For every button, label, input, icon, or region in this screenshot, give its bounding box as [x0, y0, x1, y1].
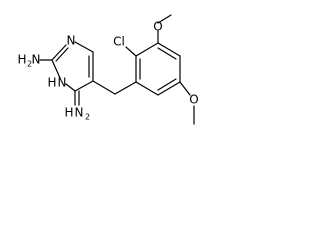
bond-aryl-cl — [125, 46, 137, 57]
atom-label-ring-n1: N — [67, 34, 76, 48]
bond-c2-n1-double — [55, 47, 69, 62]
bond-aryl-2-3 — [135, 42, 159, 57]
bond-n1-c6 — [74, 41, 94, 53]
bond-aryl-3-4-double — [157, 47, 177, 60]
bond-aryl-6-1 — [135, 81, 159, 96]
atom-label-nh2-top-n: N — [32, 53, 41, 67]
atom-labels: H 2 N N H N H N 2 Cl O O — [17, 20, 198, 122]
bond-aryl-5-6-double — [157, 78, 177, 91]
bond-c5-c4 — [74, 80, 94, 92]
atom-label-nh2-bottom-n: N — [75, 106, 84, 120]
atom-label-nh2-top-h: H — [17, 53, 26, 67]
atom-label-o-bottom: O — [189, 93, 198, 107]
chemical-structure-diagram: H 2 N N H N H N 2 Cl O O — [17, 14, 199, 125]
atom-label-nh2-bottom-sub: 2 — [85, 113, 90, 122]
bond-aryl-3-4 — [157, 42, 181, 57]
bond-o-top-methyl — [157, 14, 172, 24]
atom-label-nh2-top-sub: 2 — [27, 60, 32, 69]
atom-label-ring-n3-h: H — [47, 76, 56, 90]
atom-label-ring-n3-n: N — [58, 76, 67, 90]
bond-c5-ch2 — [92, 80, 116, 95]
bond-ch2-aryl — [114, 81, 137, 95]
bond-n3-c2 — [51, 59, 61, 79]
bond-c2-n1 — [51, 44, 67, 61]
atom-label-cl: Cl — [113, 35, 125, 49]
atom-label-o-top: O — [153, 20, 162, 34]
atom-label-nh2-bottom-h: H — [64, 106, 73, 120]
bond-aryl-5-6 — [157, 81, 181, 96]
bond-aryl-o-bottom — [179, 81, 191, 96]
bond-c4-n3 — [65, 83, 76, 92]
bond-lines — [39, 14, 195, 125]
